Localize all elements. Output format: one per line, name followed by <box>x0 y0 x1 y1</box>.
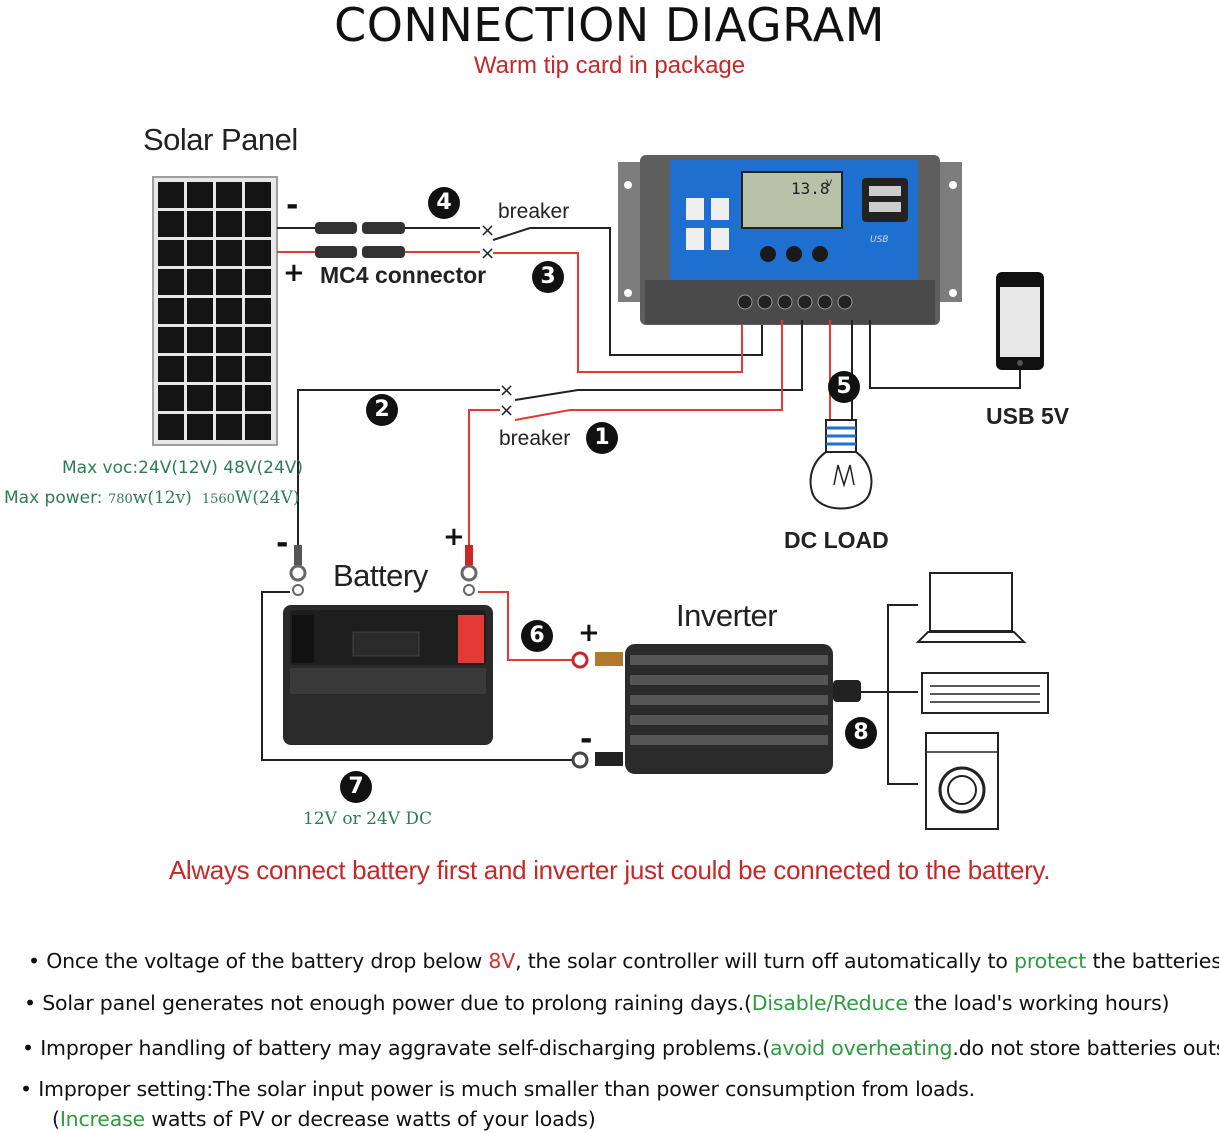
svg-text:×: × <box>499 400 514 421</box>
note-1-red: 8V <box>488 949 516 973</box>
panel-minus-sign: - <box>286 188 299 223</box>
max-power-spec: Max power: 780w(12v) 1560W(24V) <box>4 488 300 508</box>
note-1-text-c: the batteries. <box>1086 949 1219 973</box>
note-1-text-a: • Once the voltage of the battery drop b… <box>28 949 489 973</box>
page-title: CONNECTION DIAGRAM <box>334 0 885 52</box>
step-badge-1: 1 <box>586 422 618 454</box>
svg-text:×: × <box>499 380 514 401</box>
note-2-green: Disable/Reduce <box>751 991 908 1015</box>
note-4-line-2: (Increase watts of PV or decrease watts … <box>52 1107 596 1131</box>
inverter-label: Inverter <box>676 598 778 633</box>
note-4-text-b: ( <box>52 1107 60 1131</box>
note-4: • Improper setting:The solar input power… <box>20 1077 975 1101</box>
inverter-minus-sign: - <box>580 722 593 757</box>
inverter-graphic <box>625 644 861 774</box>
max-voc-spec: Max voc:24V(12V) 48V(24V) <box>62 458 304 478</box>
max-power-a-unit: w(12v) <box>132 488 192 508</box>
svg-text:×: × <box>480 243 495 264</box>
battery-plus-sign: + <box>443 522 465 552</box>
panel-plus-sign: + <box>283 258 305 288</box>
solar-panel-graphic <box>152 176 278 446</box>
voltage-dc-label: 12V or 24V DC <box>303 809 433 829</box>
max-power-b: 1560 <box>201 492 235 507</box>
breaker-bottom-label: breaker <box>499 427 571 450</box>
smartphone-icon <box>996 272 1044 370</box>
dc-load-label: DC LOAD <box>784 527 889 553</box>
page-subtitle: Warm tip card in package <box>473 52 746 79</box>
step-badge-7: 7 <box>340 771 372 803</box>
note-3-text-a: • Improper handling of battery may aggra… <box>22 1036 771 1060</box>
air-conditioner-icon <box>921 672 1049 714</box>
step-badge-3: 3 <box>532 261 564 293</box>
max-power-prefix: Max power: <box>4 488 108 508</box>
step-badge-8: 8 <box>845 717 877 749</box>
laptop-icon <box>915 572 1027 643</box>
inverter-plus-sign: + <box>578 618 600 648</box>
note-4-text-c: watts of PV or decrease watts of your lo… <box>144 1107 596 1131</box>
note-1-text-b: , the solar controller will turn off aut… <box>515 949 1015 973</box>
note-2-text-b: the load's working hours) <box>907 991 1170 1015</box>
usb-label: USB 5V <box>986 403 1070 429</box>
note-3: • Improper handling of battery may aggra… <box>22 1036 1219 1060</box>
note-3-green: avoid overheating <box>770 1036 953 1060</box>
step-badge-6: 6 <box>521 620 553 652</box>
mc4-connector-graphic <box>315 222 405 258</box>
note-1: • Once the voltage of the battery drop b… <box>28 949 1219 973</box>
note-3-text-b: .do not store batteries outside) <box>952 1036 1219 1060</box>
solar-controller-graphic <box>618 155 962 325</box>
warning-text: Always connect battery first and inverte… <box>168 855 1051 885</box>
step-badge-5: 5 <box>828 371 860 403</box>
breaker-top-label: breaker <box>498 200 570 223</box>
washing-machine-icon <box>925 732 999 830</box>
battery-minus-sign: - <box>276 526 289 561</box>
light-bulb-icon <box>809 419 873 510</box>
controller-usb-label: USB <box>870 235 888 245</box>
max-power-a: 780 <box>107 492 133 507</box>
mc4-connector-label: MC4 connector <box>320 262 487 288</box>
note-2-text-a: • Solar panel generates not enough power… <box>24 991 752 1015</box>
battery-label: Battery <box>333 558 428 593</box>
note-1-green: protect <box>1014 949 1087 973</box>
step-badge-2: 2 <box>366 394 398 426</box>
controller-display-value: 13.8 <box>791 179 830 198</box>
battery-graphic <box>283 545 493 745</box>
max-power-b-unit: W(24V) <box>234 488 300 508</box>
note-4-green: Increase <box>59 1107 145 1131</box>
svg-text:×: × <box>480 220 495 241</box>
controller-display-unit: V <box>826 179 833 189</box>
note-2: • Solar panel generates not enough power… <box>24 991 1170 1015</box>
step-badge-4: 4 <box>428 187 460 219</box>
solar-panel-label: Solar Panel <box>143 122 298 157</box>
